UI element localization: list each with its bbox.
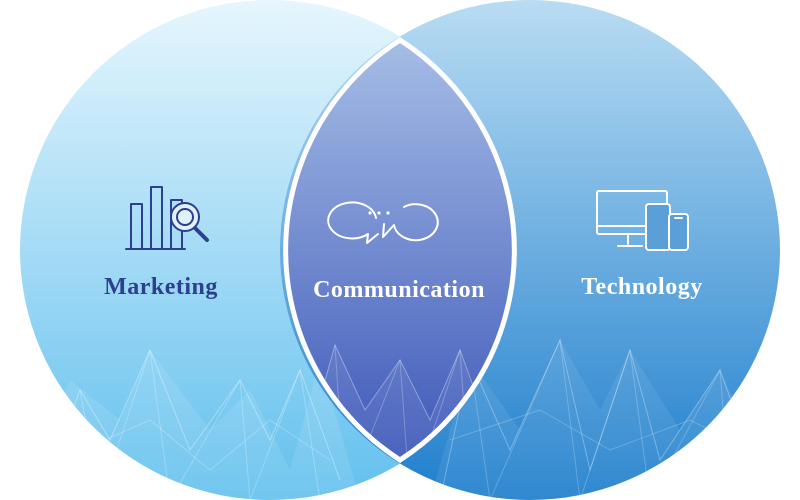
chat-bubbles-icon xyxy=(327,201,439,244)
communication-label: Communication xyxy=(313,277,485,303)
bar-chart-magnifier-icon xyxy=(125,186,209,250)
marketing-label: Marketing xyxy=(104,274,218,300)
devices-icon xyxy=(596,190,689,251)
technology-label: Technology xyxy=(581,274,702,300)
mountain-texture-middle xyxy=(290,343,510,460)
communication-intersection xyxy=(283,37,517,463)
intersection-outline xyxy=(283,37,517,463)
